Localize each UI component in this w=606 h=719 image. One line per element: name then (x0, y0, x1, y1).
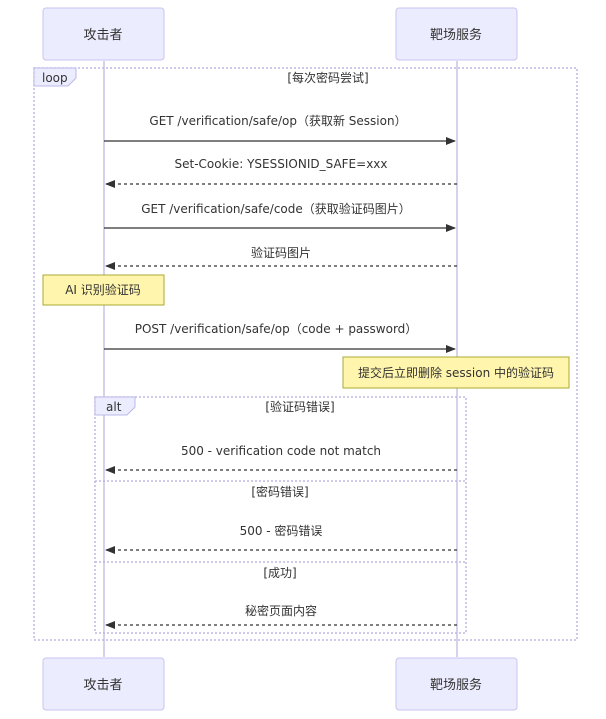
actor-attacker-top: 攻击者 (42, 7, 165, 61)
loop-tag: loop (42, 71, 68, 85)
alt-condition-2: [密码错误] (251, 484, 308, 499)
alt-message-3-label: 秘密页面内容 (245, 603, 317, 618)
svg-text:靶场服务: 靶场服务 (430, 27, 482, 43)
message-4-label: 验证码图片 (251, 245, 311, 260)
message-3-label: GET /verification/safe/code（获取验证码图片） (141, 201, 411, 216)
note-ai: AI 识别验证码 (42, 274, 165, 306)
note-delete-session: 提交后立即删除 session 中的验证码 (342, 356, 570, 389)
svg-text:攻击者: 攻击者 (83, 28, 122, 43)
alt-frame: alt [验证码错误] [密码错误] [成功] (94, 396, 467, 634)
alt-condition-1: [验证码错误] (265, 399, 334, 414)
loop-frame: loop [每次密码尝试] (33, 67, 578, 641)
alt-message-2-label: 500 - 密码错误 (240, 523, 323, 538)
alt-message-1-label: 500 - verification code not match (181, 444, 381, 458)
svg-text:AI 识别验证码: AI 识别验证码 (65, 282, 141, 297)
actor-attacker-bottom: 攻击者 (42, 657, 165, 711)
actor-target-bottom: 靶场服务 (395, 657, 518, 711)
svg-text:攻击者: 攻击者 (83, 678, 122, 693)
message-5-label: POST /verification/safe/op（code + passwo… (135, 322, 418, 336)
actor-target-top: 靶场服务 (395, 7, 518, 61)
loop-condition: [每次密码尝试] (287, 70, 368, 85)
alt-condition-3: [成功] (263, 566, 296, 580)
svg-text:靶场服务: 靶场服务 (430, 677, 482, 693)
svg-text:提交后立即删除 session 中的验证码: 提交后立即删除 session 中的验证码 (358, 365, 554, 380)
message-2-label: Set-Cookie: YSESSIONID_SAFE=xxx (174, 157, 387, 171)
message-1-label: GET /verification/safe/op（获取新 Session） (149, 113, 406, 128)
alt-tag: alt (106, 400, 122, 414)
